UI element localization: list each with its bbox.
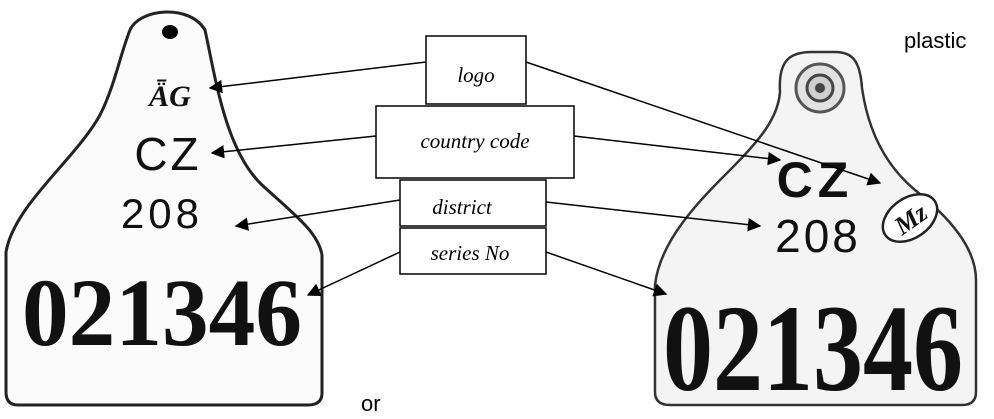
plastic-tag-rivet-core: [815, 83, 825, 93]
plastic-annotation: plastic: [904, 28, 967, 53]
arrow-district-right: [545, 201, 762, 232]
arrow-district-left: [234, 199, 401, 231]
label-box-district: district: [399, 179, 547, 227]
arrow-logo-left: [208, 61, 427, 94]
or-annotation: or: [361, 391, 381, 416]
arrow-series-right: [545, 251, 668, 297]
arrow-series-left: [306, 251, 401, 296]
metal-tag-logo: ǞG: [147, 79, 191, 113]
plastic-tag-country-code: CZ: [777, 152, 854, 208]
plastic-tag-district: 208: [775, 210, 861, 262]
label-country-code-text: country code: [420, 129, 529, 153]
metal-ear-tag: ǞG CZ 208 021346: [4, 10, 324, 407]
metal-tag-district: 208: [121, 190, 203, 237]
metal-tag-country-code: CZ: [134, 128, 201, 180]
label-box-logo: logo: [425, 35, 527, 105]
label-district-text: district: [432, 195, 493, 219]
plastic-tag-outline: [653, 50, 978, 407]
arrow-logo-right: [525, 61, 882, 186]
metal-tag-hole: [162, 25, 178, 39]
arrow-country-left: [210, 135, 377, 159]
metal-tag-series-number: 021346: [22, 259, 302, 366]
label-logo-text: logo: [457, 63, 494, 87]
label-series-no-text: series No: [431, 241, 510, 265]
plastic-tag-logo-oval: [881, 192, 939, 244]
plastic-tag-series-number: 021346: [663, 280, 963, 417]
pointer-arrows: [208, 61, 882, 297]
arrow-country-right: [573, 135, 782, 166]
label-box-country-code: country code: [375, 105, 575, 179]
plastic-ear-tag: Mz CZ 208 021346: [653, 50, 978, 417]
label-box-series-no: series No: [399, 227, 547, 275]
metal-tag-outline: [4, 10, 324, 407]
